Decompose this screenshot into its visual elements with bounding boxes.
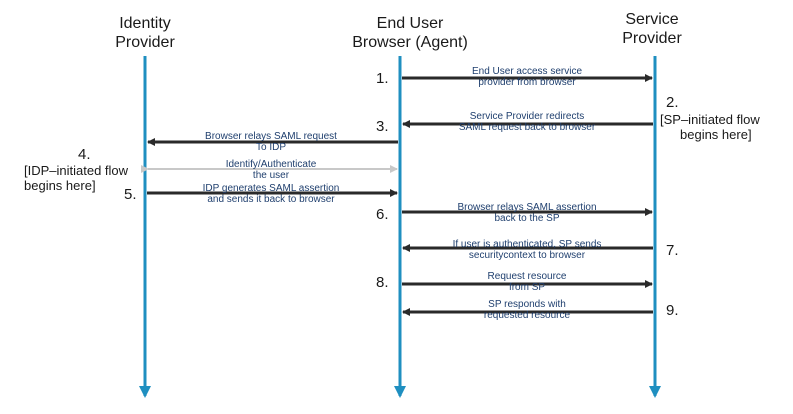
- step3-number: 3.: [376, 118, 389, 135]
- step7-label-line1: If user is authenticated, SP sends: [452, 239, 602, 250]
- step1-label-line1: End User access service: [471, 66, 583, 77]
- browser-header: End User Browser (Agent): [340, 14, 480, 52]
- step5-number: 5.: [124, 186, 137, 203]
- step4-number: 4.: [78, 146, 91, 163]
- step6-number: 6.: [376, 206, 389, 223]
- authenticate-label-line2: the user: [252, 170, 290, 181]
- idp-initiated-note-line2: begins here]: [24, 178, 96, 193]
- relay-request-label-line1: Browser relays SAML request: [205, 131, 337, 142]
- service-provider-header: Service Provider: [602, 10, 702, 48]
- step6-label-line2: back to the SP: [494, 213, 560, 224]
- browser-name-line1: End User: [376, 15, 444, 32]
- step6-label-line1: Browser relays SAML assertion: [457, 202, 597, 213]
- step7-label: If user is authenticated, SP sends secur…: [402, 239, 652, 261]
- step9-label: SP responds with requested resource: [402, 299, 652, 321]
- step3-label: Service Provider redirects SAML request …: [402, 111, 652, 133]
- sp-initiated-note-line1: [SP–initiated flow: [660, 112, 760, 127]
- browser-name-line2: Browser (Agent): [352, 34, 468, 51]
- step6-label: Browser relays SAML assertion back to th…: [402, 202, 652, 224]
- step3-label-line1: Service Provider redirects: [469, 111, 585, 122]
- step5-label: IDP generates SAML assertion and sends i…: [146, 183, 396, 205]
- relay-request-label-line2: To IDP: [255, 142, 286, 153]
- service-provider-name-line1: Service: [625, 11, 679, 28]
- step7-label-line2: securitycontext to browser: [468, 250, 586, 261]
- step8-label: Request resource from SP: [402, 271, 652, 293]
- relay-request-label: Browser relays SAML request To IDP: [146, 131, 396, 153]
- step2-number: 2.: [666, 94, 679, 111]
- idp-initiated-note: [IDP–initiated flow begins here]: [24, 163, 128, 193]
- sp-initiated-note: [SP–initiated flow begins here]: [660, 112, 760, 142]
- sp-initiated-note-line2: begins here]: [680, 127, 752, 142]
- step3-label-line2: SAML request back to browser: [458, 122, 596, 133]
- identity-provider-name-line2: Provider: [115, 34, 175, 51]
- step8-label-line1: Request resource: [487, 271, 567, 282]
- step9-number: 9.: [666, 302, 679, 319]
- step1-number: 1.: [376, 70, 389, 87]
- authenticate-label-line1: Identify/Authenticate: [225, 159, 317, 170]
- identity-provider-header: Identity Provider: [95, 14, 195, 52]
- step5-label-line1: IDP generates SAML assertion: [202, 183, 340, 194]
- step9-label-line2: requested resource: [483, 310, 571, 321]
- service-provider-name-line2: Provider: [622, 30, 682, 47]
- step5-label-line2: and sends it back to browser: [207, 194, 335, 205]
- authenticate-label: Identify/Authenticate the user: [146, 159, 396, 181]
- step7-number: 7.: [666, 242, 679, 259]
- step9-label-line1: SP responds with: [488, 299, 566, 310]
- step1-label: End User access service provider from br…: [402, 66, 652, 88]
- step8-label-line2: from SP: [508, 282, 546, 293]
- idp-initiated-note-line1: [IDP–initiated flow: [24, 163, 129, 178]
- step1-label-line2: provider from browser: [478, 77, 576, 88]
- step8-number: 8.: [376, 274, 389, 291]
- identity-provider-name-line1: Identity: [119, 15, 171, 32]
